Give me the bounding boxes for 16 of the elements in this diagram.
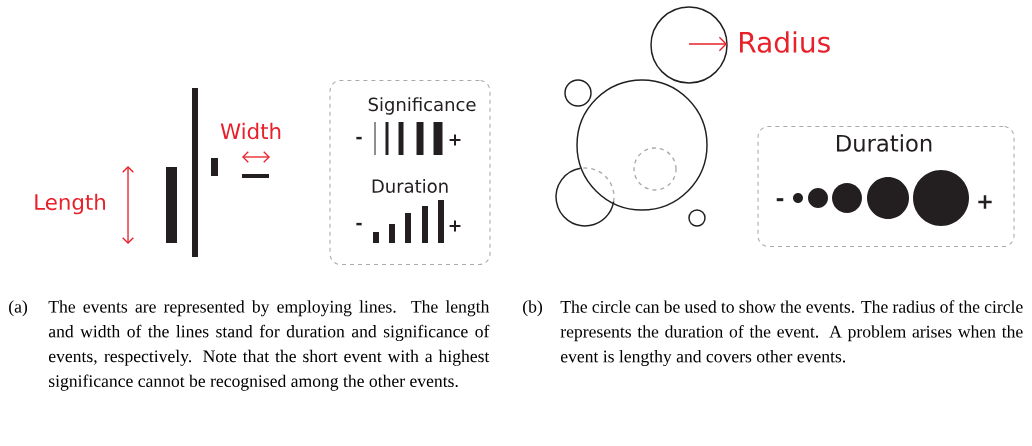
annotation-text: Radius: [740, 31, 830, 53]
plus-sign: +: [449, 134, 461, 146]
minus-sign: -: [356, 136, 362, 140]
annotation-text: Length: [35, 193, 105, 215]
plus-sign: +: [978, 195, 992, 209]
annotation-text: Width: [220, 122, 281, 140]
legend-heading: Duration: [372, 179, 448, 193]
legend-heading: Duration: [837, 134, 932, 152]
caption-label: (a): [9, 300, 28, 317]
caption-label: (b): [523, 300, 542, 317]
caption-text: The circle can be used to show the events. The radius of the circle represents the duration of the event. A problem arises when the event is lengthy and covers other events.: [560, 300, 1023, 367]
caption-text: The events are represented by employing lines. The length and width of the lines stand for duration and significance of events, respectively. Note that the short event with a highest significance cannot be recognised among the other events.: [48, 300, 490, 391]
legend-heading: Significance: [368, 97, 476, 115]
minus-sign: -: [356, 222, 362, 226]
minus-sign: -: [776, 198, 784, 202]
plus-sign: +: [449, 220, 461, 232]
